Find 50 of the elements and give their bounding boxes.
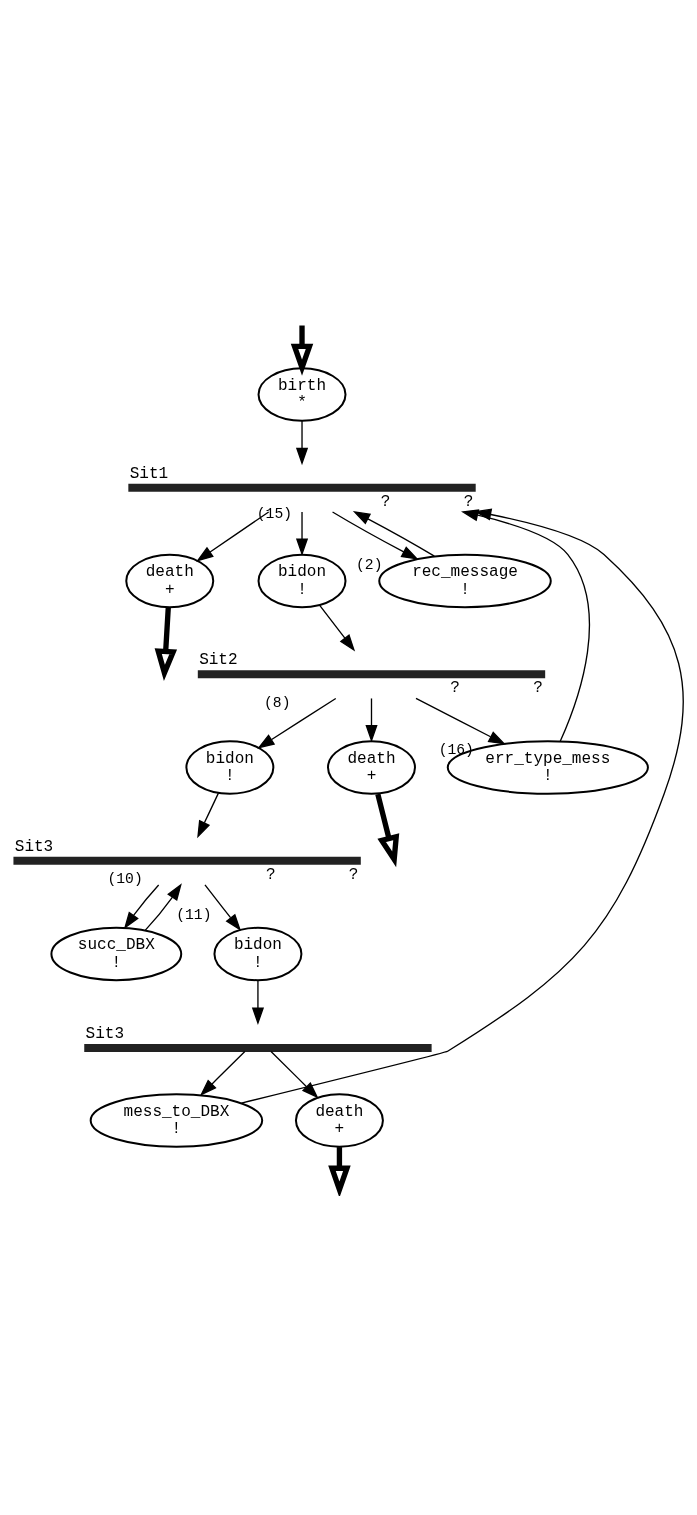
arrow	[197, 792, 220, 839]
node-box	[13, 856, 361, 865]
node-label: ?	[533, 679, 543, 698]
arrow	[331, 511, 419, 560]
node-label: ?	[463, 492, 474, 511]
node-box	[197, 670, 546, 679]
arrow	[352, 511, 435, 557]
node-ellipse: birth *	[257, 367, 347, 422]
arrow	[251, 980, 265, 1025]
arrow	[240, 508, 684, 1104]
edge-label: (10)	[107, 871, 143, 888]
arrow	[319, 605, 356, 652]
edge-label: (16)	[438, 741, 474, 758]
node-ellipse: death +	[294, 1093, 384, 1148]
arrow	[365, 697, 378, 743]
arrow	[328, 1147, 351, 1196]
arrow	[295, 511, 309, 556]
arrow	[415, 697, 506, 745]
node-label: ?	[348, 865, 359, 884]
arrow	[290, 325, 314, 376]
node-ellipse: succ_DBX !	[50, 926, 183, 982]
edge-label: (8)	[264, 694, 291, 711]
node-label: Sit3	[14, 837, 54, 856]
arrow	[123, 884, 160, 930]
arrow	[196, 511, 270, 562]
node-label: ?	[265, 865, 276, 884]
node-ellipse: death +	[327, 740, 416, 795]
arrow	[257, 697, 337, 749]
node-ellipse: mess_to_DBX !	[89, 1093, 264, 1148]
arrow	[295, 420, 309, 466]
node-label: ?	[450, 679, 460, 698]
node-ellipse: bidon !	[185, 740, 275, 795]
node-label: Sit2	[199, 651, 238, 670]
node-label: Sit1	[129, 464, 169, 483]
arrow	[270, 1050, 319, 1099]
node-ellipse: bidon !	[213, 926, 303, 982]
arrow	[204, 884, 242, 932]
edge-label: (11)	[176, 907, 212, 924]
arrow	[375, 793, 400, 868]
node-label: ?	[380, 492, 391, 511]
arrow	[199, 1050, 246, 1096]
arrow	[461, 509, 590, 742]
arrow	[154, 607, 178, 681]
node-label: Sit3	[85, 1025, 125, 1044]
node-ellipse: death +	[125, 553, 215, 609]
edge-label: (15)	[256, 506, 293, 523]
node-box	[84, 1043, 432, 1052]
node-ellipse: bidon !	[257, 553, 347, 609]
arrow	[144, 883, 182, 931]
node-box	[128, 483, 476, 492]
